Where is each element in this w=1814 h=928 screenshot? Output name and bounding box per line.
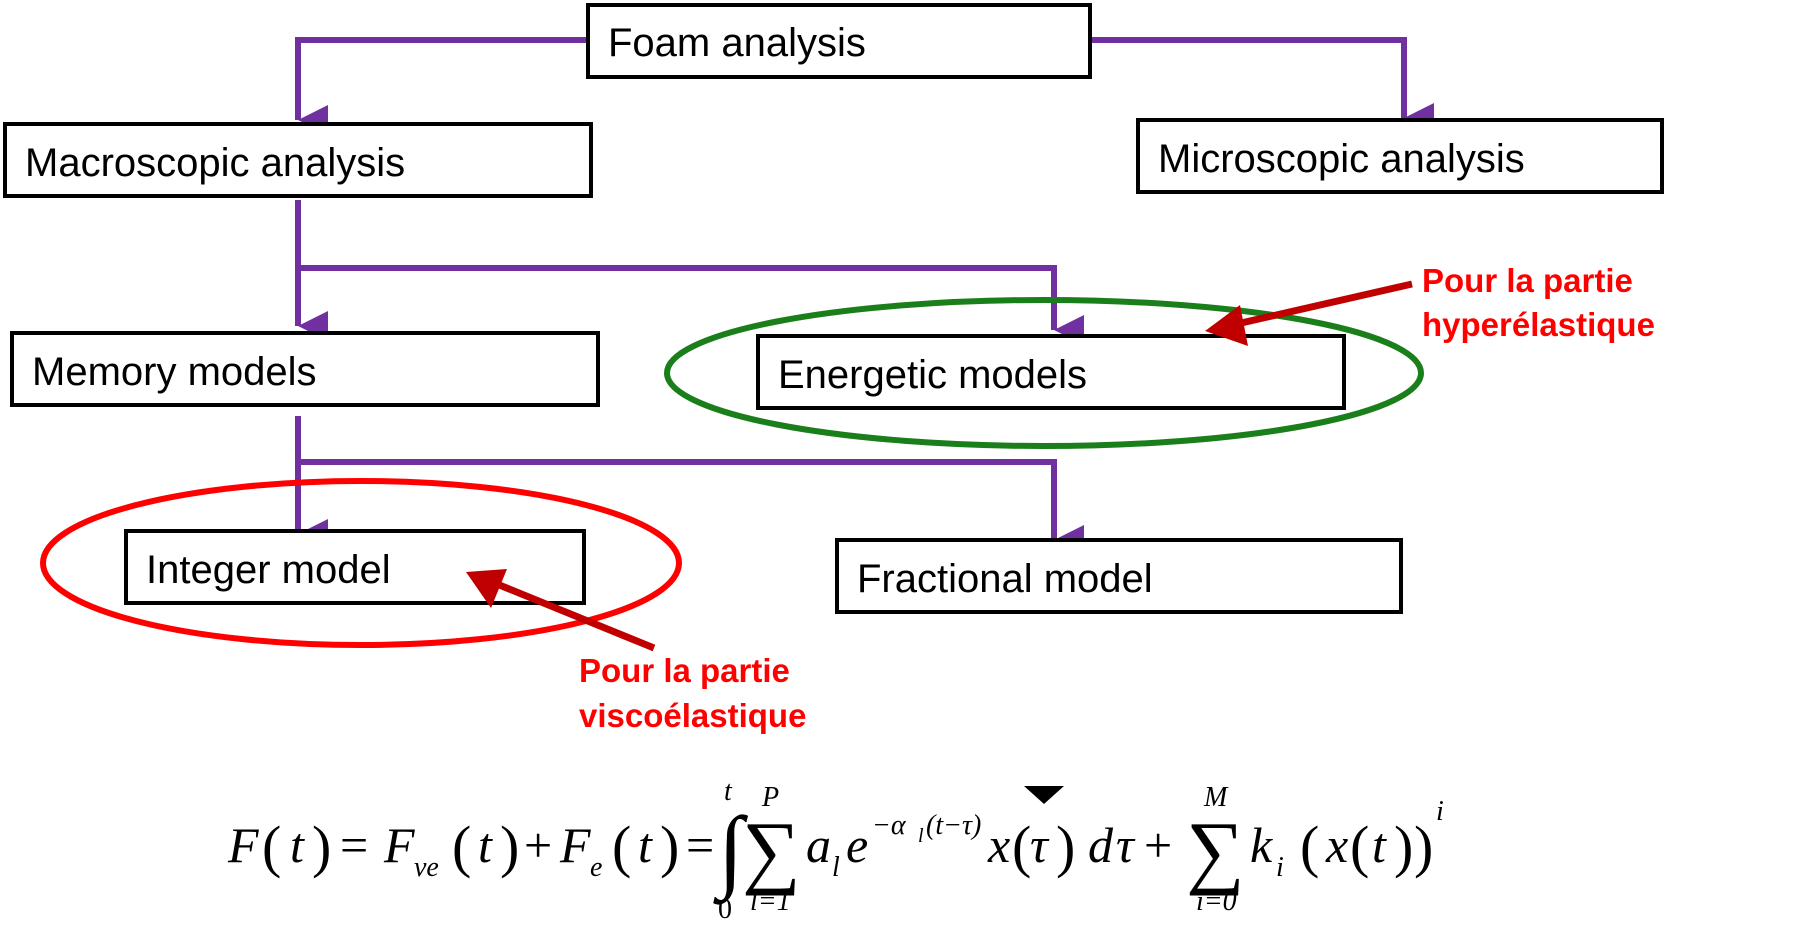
eq-k: k	[1250, 817, 1273, 873]
node-foam-analysis: Foam analysis	[586, 3, 1092, 79]
eq-t: t	[1372, 817, 1387, 873]
eq-paren-open: (	[1012, 814, 1031, 879]
annotation-line-2: hyperélastique	[1422, 306, 1655, 343]
node-label: Integer model	[146, 548, 391, 592]
eq-exp-sub: l	[918, 825, 924, 847]
eq-x: x	[987, 817, 1010, 873]
eq-derivative-marker	[1024, 786, 1064, 804]
eq-int-upper: t	[724, 776, 733, 807]
eq-sum1-lower: l=1	[750, 886, 791, 917]
node-microscopic-analysis: Microscopic analysis	[1136, 118, 1664, 194]
eq-sub-ve: ve	[414, 852, 439, 883]
connector-macroscopic-to-energetic	[298, 265, 1084, 345]
annotation-arrow-viscoelastic	[466, 569, 656, 652]
eq-sum1-upper: P	[761, 782, 779, 813]
eq-paren-open: (	[612, 814, 631, 879]
eq-paren-close: )	[1394, 814, 1413, 879]
node-macroscopic-analysis: Macroscopic analysis	[3, 122, 593, 198]
equation: F ( t ) = F ve ( t ) + F e ( t ) = ∫ t 0…	[227, 776, 1444, 925]
node-memory-models: Memory models	[10, 331, 600, 407]
node-label: Macroscopic analysis	[25, 141, 405, 185]
annotation-line-1: Pour la partie	[579, 652, 790, 689]
annotation-line-1: Pour la partie	[1422, 262, 1633, 299]
eq-plus: +	[524, 817, 552, 873]
eq-sum2-lower: i=0	[1196, 886, 1237, 917]
eq-t: t	[478, 817, 493, 873]
node-energetic-models: Energetic models	[756, 334, 1346, 410]
eq-t: t	[290, 817, 305, 873]
connectors	[295, 37, 1434, 555]
eq-F: F	[227, 817, 259, 873]
annotation-hyperelastic: Pour la partie hyperélastique	[1422, 262, 1655, 343]
eq-paren-open: (	[1350, 814, 1369, 879]
eq-equals: =	[686, 817, 714, 873]
eq-dtau: τ	[1116, 817, 1136, 873]
eq-t: t	[638, 817, 653, 873]
connector-memory-to-fractional	[298, 459, 1084, 555]
eq-sum-1: ∑	[742, 805, 800, 896]
node-fractional-model: Fractional model	[835, 538, 1403, 614]
eq-plus: +	[1144, 817, 1172, 873]
eq-d: d	[1088, 817, 1114, 873]
eq-tau: τ	[1030, 817, 1050, 873]
eq-power: i	[1436, 796, 1444, 827]
eq-x: x	[1325, 817, 1348, 873]
node-label: Fractional model	[857, 557, 1153, 601]
annotation-viscoelastic: Pour la partie viscoélastique	[579, 652, 806, 734]
eq-exp-base: e	[846, 817, 868, 873]
connector-foam-to-macroscopic	[295, 37, 588, 135]
eq-sub-i: i	[1276, 852, 1284, 883]
highlight-ellipse-integer	[40, 478, 682, 648]
eq-F-ve: F	[383, 817, 415, 873]
highlight-ellipse-energetic	[664, 297, 1424, 449]
eq-paren-open: (	[1300, 814, 1319, 879]
eq-paren-close: )	[660, 814, 679, 879]
node-label: Foam analysis	[608, 21, 866, 65]
eq-paren-close: )	[500, 814, 519, 879]
eq-paren-open: (	[262, 814, 281, 879]
eq-paren-open: (	[452, 814, 471, 879]
eq-equals: =	[340, 817, 368, 873]
eq-sum2-upper: M	[1203, 782, 1229, 813]
annotation-line-2: viscoélastique	[579, 697, 806, 734]
eq-sum-2: ∑	[1186, 805, 1244, 896]
eq-integral: ∫	[713, 798, 748, 905]
eq-exp-rest: (t−τ)	[926, 810, 981, 841]
node-label: Microscopic analysis	[1158, 137, 1525, 181]
eq-a: a	[806, 817, 831, 873]
annotation-arrow-hyperelastic	[1205, 280, 1413, 346]
eq-exponent: −α	[872, 810, 907, 841]
node-label: Energetic models	[778, 353, 1087, 397]
eq-F-e: F	[559, 817, 591, 873]
connector-foam-to-microscopic	[1090, 37, 1434, 133]
eq-paren-close: )	[1056, 814, 1075, 879]
eq-paren-close: )	[312, 814, 331, 879]
eq-sub-l: l	[832, 852, 840, 883]
eq-int-lower: 0	[718, 894, 732, 925]
eq-sub-e: e	[590, 852, 602, 883]
eq-paren-close: )	[1414, 814, 1433, 879]
node-label: Memory models	[32, 350, 317, 394]
